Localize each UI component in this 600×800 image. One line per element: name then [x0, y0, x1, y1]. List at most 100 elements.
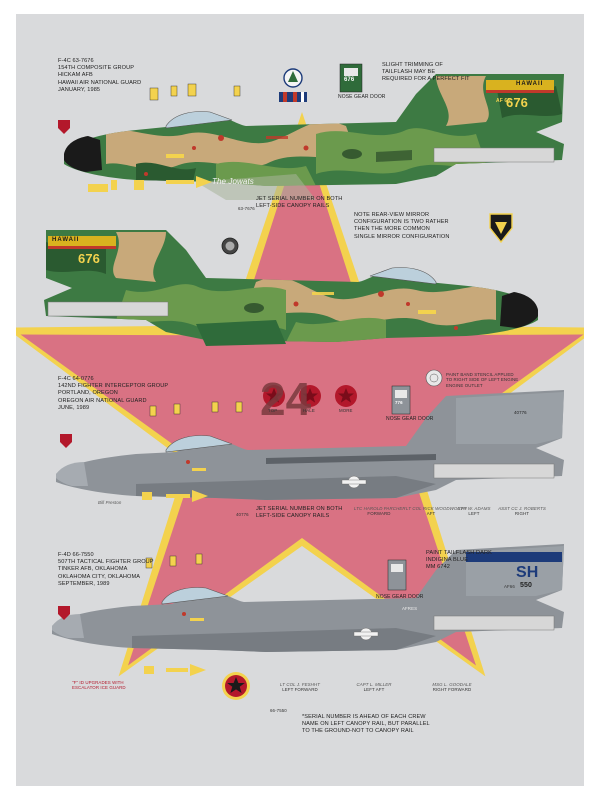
- note-line: TO THE GROUND-NOT TO CANOPY RAIL: [302, 728, 414, 735]
- crew-name: LT COL J. FESHHT: [280, 682, 320, 687]
- note-line: TAILFLASH MAY BE: [382, 69, 436, 76]
- crew-name: CPT W. ADAMS: [457, 506, 491, 511]
- section1-serial-note: JET SERIAL NUMBER ON BOTH LEFT-SIDE CANO…: [256, 196, 342, 210]
- note-line: JET SERIAL NUMBER ON BOTH: [256, 506, 343, 512]
- note-line: PAINT TAILFLASH DARK: [426, 550, 492, 556]
- nose-gear-door-decal-1: [339, 63, 363, 93]
- section1-nose-art-script: The Jowats: [212, 177, 254, 186]
- section3-info: F-4C 64-0776 142ND FIGHTER INTERCEPTOR G…: [58, 376, 168, 412]
- crew-position: LEFT AFT: [363, 687, 385, 693]
- note-line: THEN THE MORE COMMON: [354, 226, 430, 233]
- section3-nose-gear-label: NOSE GEAR DOOR: [386, 416, 434, 422]
- section1-tail-flash: HAWAII: [516, 81, 544, 87]
- note-line: PAINT BAND STENCIL APPLIED: [446, 372, 514, 377]
- shield-emblem-3: [60, 434, 72, 448]
- crew-name: MSG L. GOODALE: [432, 682, 472, 687]
- note-line: CONFIGURATION IS TWO RATHER: [354, 219, 449, 226]
- crew-credit: CPT W. ADAMS LEFT: [454, 506, 494, 517]
- crew-credit: CAPT L. MILLER LEFT AFT: [346, 682, 402, 693]
- section3-serial-note: JET SERIAL NUMBER ON BOTH LEFT-SIDE CANO…: [256, 506, 342, 520]
- victory-label: TOP: [268, 408, 278, 413]
- info-line: F-4C 64-0776: [58, 376, 94, 382]
- section1-nose-gear-label: NOSE GEAR DOOR: [338, 94, 386, 100]
- section4-tail-code: SH: [516, 564, 539, 581]
- info-line: SEPTEMBER, 1989: [58, 580, 110, 587]
- crew-name: LT COL RICK WOODWORTH: [406, 506, 467, 511]
- crew-credit: LT COL RICK WOODWORTH AFT: [406, 506, 467, 517]
- section2-tail-flash: HAWAII: [52, 237, 80, 243]
- crew-credit: MSG L. GOODALE RIGHT FORWARD: [422, 682, 482, 693]
- info-line: 142ND FIGHTER INTERCEPTOR GROUP: [58, 383, 169, 390]
- shield-emblem-4: [58, 606, 70, 620]
- decal-artwork: [16, 63, 584, 700]
- crew-position: FORWARD: [367, 511, 391, 517]
- section2-mirror-note: NOTE REAR-VIEW MIRROR CONFIGURATION IS T…: [354, 212, 450, 241]
- section4-fuselage-text: AFRES: [402, 606, 418, 611]
- section1-tail-number: 676: [506, 95, 528, 110]
- intake-stencil-diagram: [425, 369, 443, 387]
- info-line: F-4C 63-7676: [58, 58, 94, 64]
- note-line: LEFT-SIDE CANOPY RAILS: [256, 513, 330, 520]
- section3-tail-number: 40776: [514, 410, 527, 415]
- section4-tail-number: 550: [520, 582, 532, 589]
- section3-nose-art-script: Bill Preston: [98, 500, 122, 505]
- section4-nose-gear-label: NOSE GEAR DOOR: [376, 594, 424, 600]
- note-line: SINGLE MIRROR CONFIGURATION: [354, 233, 450, 240]
- section2-tail-number: 676: [78, 251, 100, 266]
- section1-nose-gear-number: 676: [344, 77, 355, 83]
- section1-trim-note: SLIGHT TRIMMING OF TAILFLASH MAY BE REQU…: [382, 62, 470, 84]
- section4-serial-note: *SERIAL NUMBER IS AHEAD OF EACH CREW NAM…: [302, 714, 430, 736]
- note-line: REQUIRED FOR A PERFECT FIT: [382, 76, 470, 83]
- info-line: HICKAM AFB: [58, 72, 93, 79]
- info-line: HAWAII AIR NATIONAL GUARD: [58, 79, 142, 86]
- info-line: 507TH TACTICAL FIGHTER GROUP: [58, 559, 154, 566]
- victory-stars: [263, 385, 357, 407]
- note-line: INDIGINA BLUE: [426, 557, 469, 564]
- stencil-decals-plane3: [142, 401, 243, 502]
- nose-gear-door-decal-3: [391, 385, 411, 415]
- crew-credit: ASST CC J. ROBERTS RIGHT: [496, 506, 548, 517]
- section3-serial-small: 40776: [236, 512, 249, 517]
- crew-name: ASST CC J. ROBERTS: [498, 506, 546, 511]
- note-line: ENGINE OUTLET: [446, 382, 483, 388]
- info-line: TINKER AFB, OKLAHOMA: [58, 566, 128, 573]
- victory-label: MORE: [339, 408, 353, 413]
- info-line: JUNE, 1989: [58, 404, 90, 411]
- section1-info: F-4C 63-7676 154TH COMPOSITE GROUP HICKA…: [58, 58, 141, 94]
- section1-serial-small: 63-7676: [238, 206, 255, 211]
- crew-name: CAPT L. MILLER: [356, 682, 392, 687]
- nose-gear-door-decal-4: [387, 559, 407, 591]
- star-roundel-decal: [222, 672, 250, 700]
- section4-info: F-4D 66-7550 507TH TACTICAL FIGHTER GROU…: [58, 552, 154, 588]
- note-line: ESCALATOR ICE GUARD: [72, 685, 126, 691]
- crew-position: AFT: [426, 511, 436, 517]
- shark-mouth-shield-1: [58, 120, 70, 134]
- crew-position: RIGHT FORWARD: [432, 687, 472, 693]
- info-line: OREGON AIR NATIONAL GUARD: [58, 397, 147, 404]
- section1-tail-code: AF 63: [496, 98, 511, 104]
- crew-credit: LT COL J. FESHHT LEFT FORWARD: [272, 682, 328, 693]
- note-line: NOTE REAR-VIEW MIRROR: [354, 212, 430, 218]
- info-line: JANUARY, 1985: [58, 86, 101, 93]
- stencil-decals-plane4: [144, 553, 206, 676]
- section3-nose-gear-number: 776: [395, 400, 403, 405]
- section3-big-number: 24: [260, 373, 312, 425]
- crew-position: LEFT: [468, 511, 480, 517]
- f4c-oregon-left-profile: [56, 390, 564, 500]
- unit-shield-emblem: [489, 213, 513, 244]
- crew-position: RIGHT: [514, 511, 530, 517]
- section3-intake-note: PAINT BAND STENCIL APPLIED TO RIGHT SIDE…: [446, 372, 518, 388]
- note-line: "F" ID UPGRADES WITH: [72, 680, 124, 685]
- victory-label: HALE: [303, 408, 315, 413]
- decal-sheet: F-4C 63-7676 154TH COMPOSITE GROUP HICKA…: [16, 14, 584, 786]
- info-line: PORTLAND, OREGON: [58, 390, 118, 397]
- badge-crest-hawaii: [279, 68, 307, 102]
- f4d-oklahoma-left-profile: [52, 544, 564, 652]
- section4-serial-small: 66-7550: [270, 708, 287, 713]
- note-line: TO RIGHT SIDE OF LEFT ENGINE: [446, 377, 519, 383]
- sewn-patch-emblem: [221, 237, 239, 255]
- f4c-hawaii-right-profile: [44, 230, 538, 346]
- note-line: MM 6742: [426, 564, 451, 571]
- section4-low-note: "F" ID UPGRADES WITH ESCALATOR ICE GUARD: [72, 680, 126, 691]
- f4c-hawaii-left-profile: [64, 74, 564, 200]
